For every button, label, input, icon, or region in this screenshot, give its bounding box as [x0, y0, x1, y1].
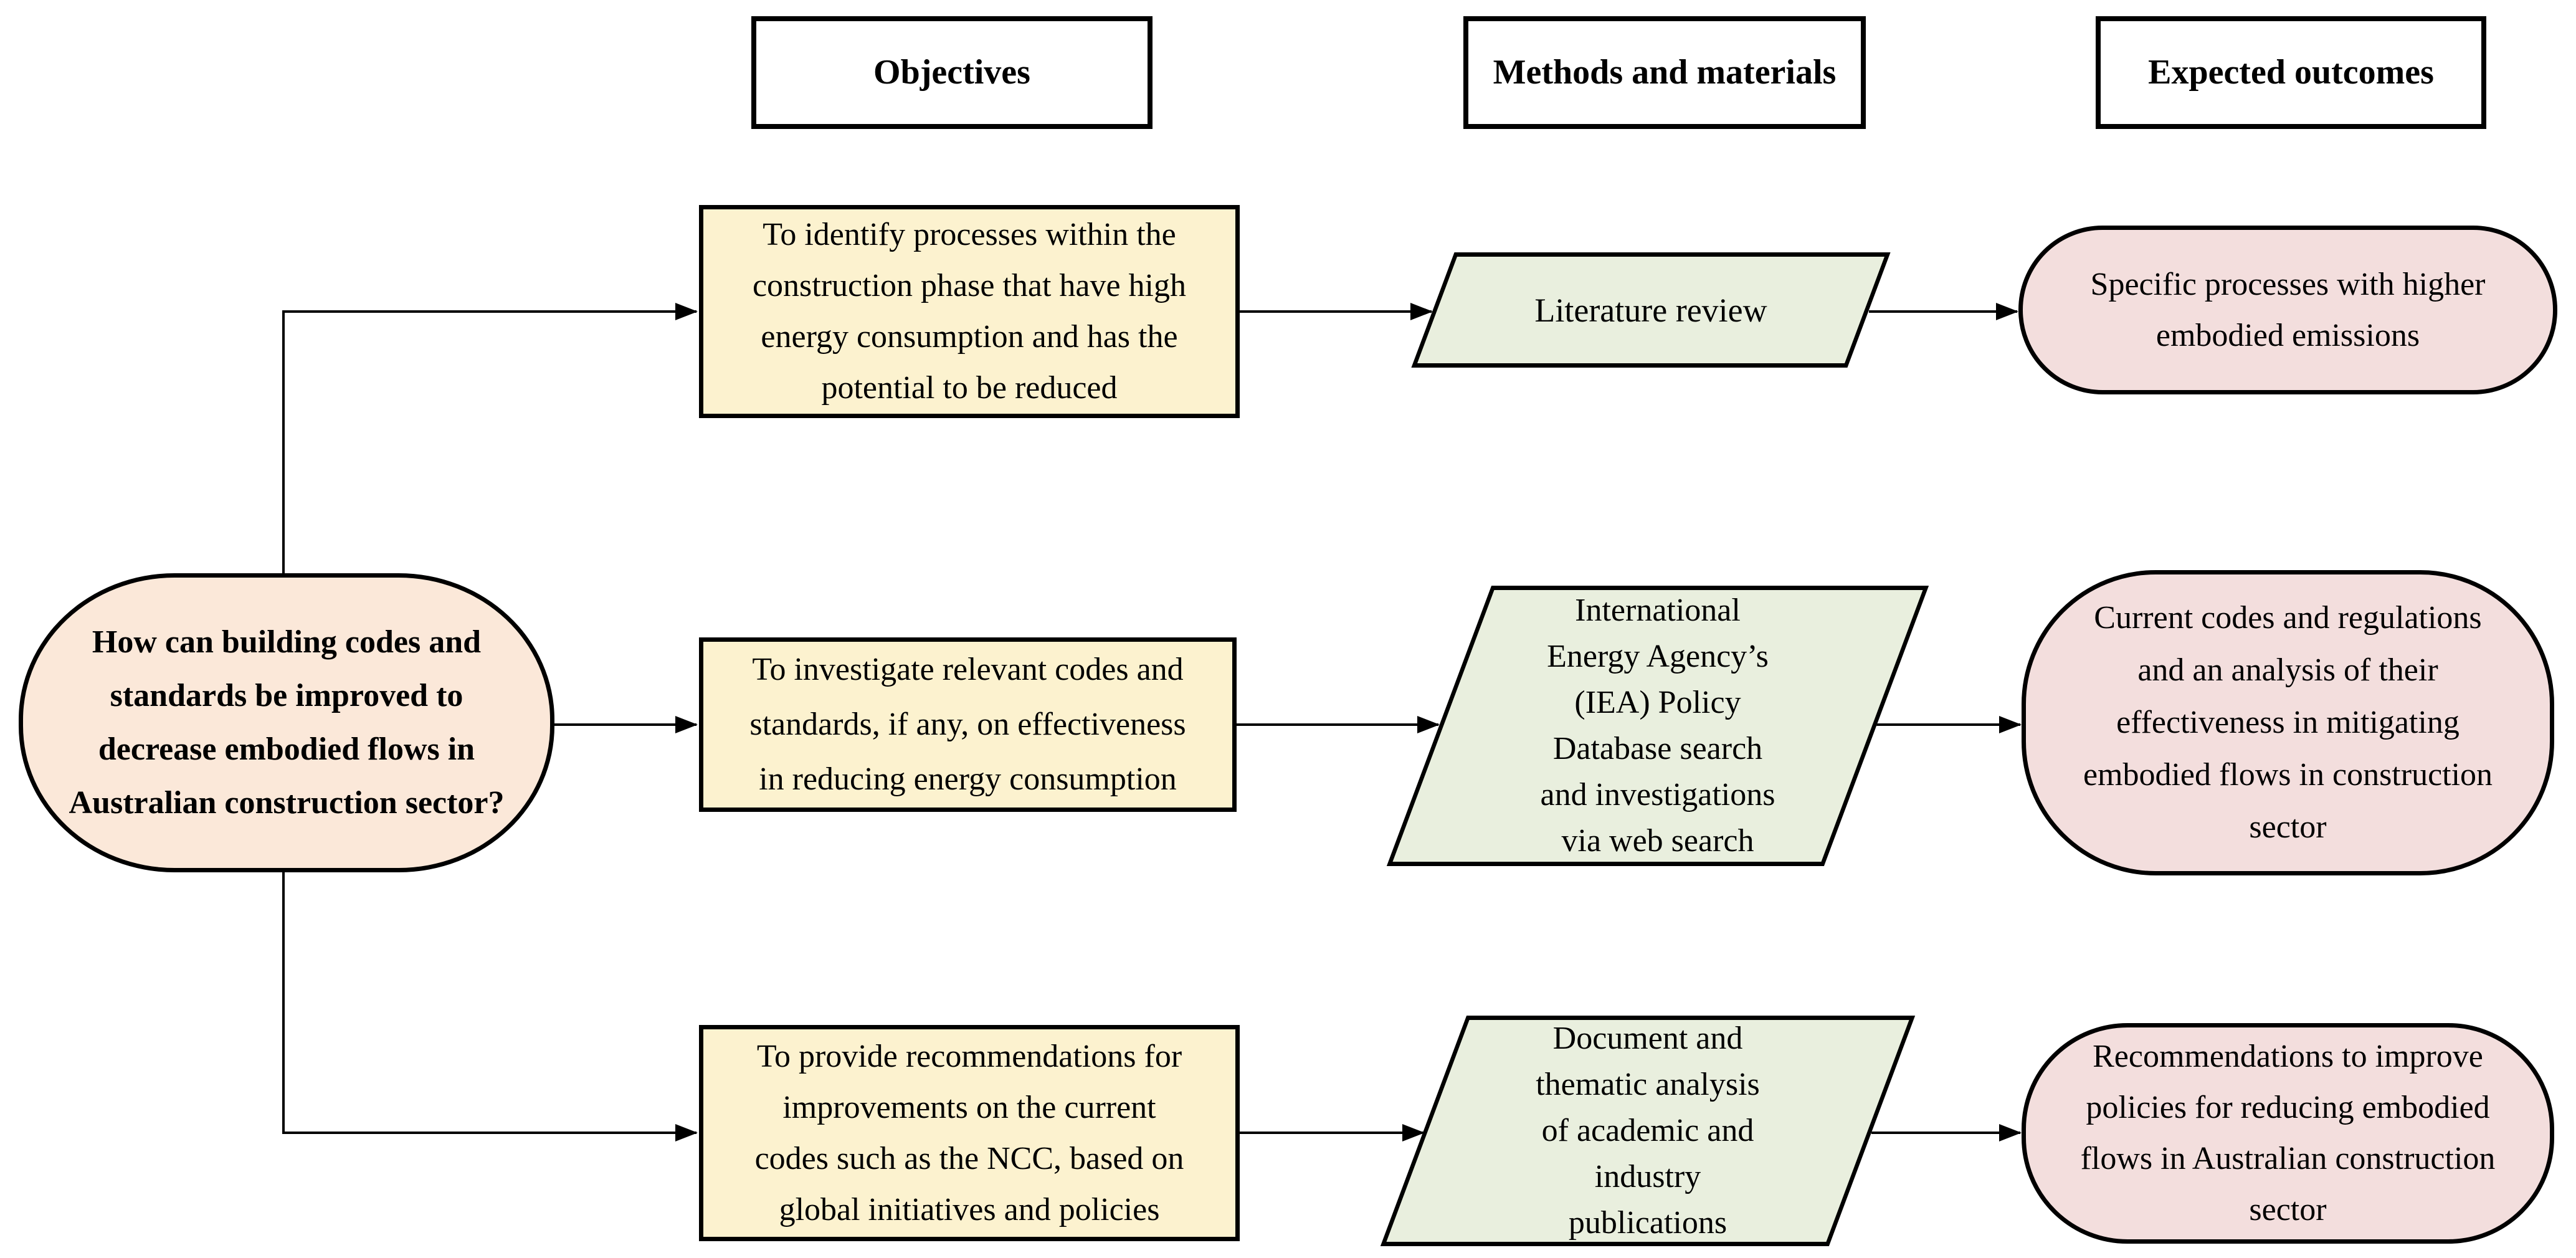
- outcome-node-3: Recommendations to improve policies for …: [2022, 1023, 2554, 1244]
- outcome-2-text: Current codes and regulations and an ana…: [2083, 600, 2493, 845]
- column-header-methods: Methods and materials: [1463, 16, 1866, 129]
- research-question-text: How can building codes and standards be …: [69, 624, 505, 821]
- outcome-node-1: Specific processes with higher embodied …: [2018, 226, 2557, 394]
- method-3-text: Document and thematic analysis of academ…: [1536, 1021, 1760, 1241]
- column-header-objectives-label: Objectives: [873, 52, 1030, 92]
- method-node-1: Literature review: [1411, 252, 1891, 368]
- objective-node-2: To investigate relevant codes and standa…: [699, 637, 1237, 812]
- objective-1-text: To identify processes within the constru…: [752, 217, 1187, 406]
- method-2-text: International Energy Agency’s (IEA) Poli…: [1540, 593, 1775, 859]
- method-node-3: Document and thematic analysis of academ…: [1380, 1016, 1916, 1246]
- method-node-2: International Energy Agency’s (IEA) Poli…: [1386, 586, 1929, 866]
- outcome-1-text: Specific processes with higher embodied …: [2090, 266, 2486, 353]
- method-1-text: Literature review: [1534, 291, 1767, 329]
- objective-node-1: To identify processes within the constru…: [699, 205, 1240, 418]
- connector-question-to-objective-1: [282, 303, 698, 573]
- outcome-node-2: Current codes and regulations and an ana…: [2022, 570, 2554, 875]
- column-header-objectives: Objectives: [751, 16, 1153, 129]
- research-question-node: How can building codes and standards be …: [19, 573, 554, 872]
- column-header-outcomes: Expected outcomes: [2096, 16, 2486, 129]
- column-header-methods-label: Methods and materials: [1493, 52, 1837, 92]
- objective-3-text: To provide recommendations for improveme…: [754, 1038, 1184, 1227]
- objective-node-3: To provide recommendations for improveme…: [699, 1025, 1240, 1241]
- connector-question-to-objective-3: [282, 872, 698, 1141]
- objective-2-text: To investigate relevant codes and standa…: [749, 652, 1186, 797]
- column-header-outcomes-label: Expected outcomes: [2148, 52, 2434, 92]
- outcome-3-text: Recommendations to improve policies for …: [2080, 1039, 2496, 1227]
